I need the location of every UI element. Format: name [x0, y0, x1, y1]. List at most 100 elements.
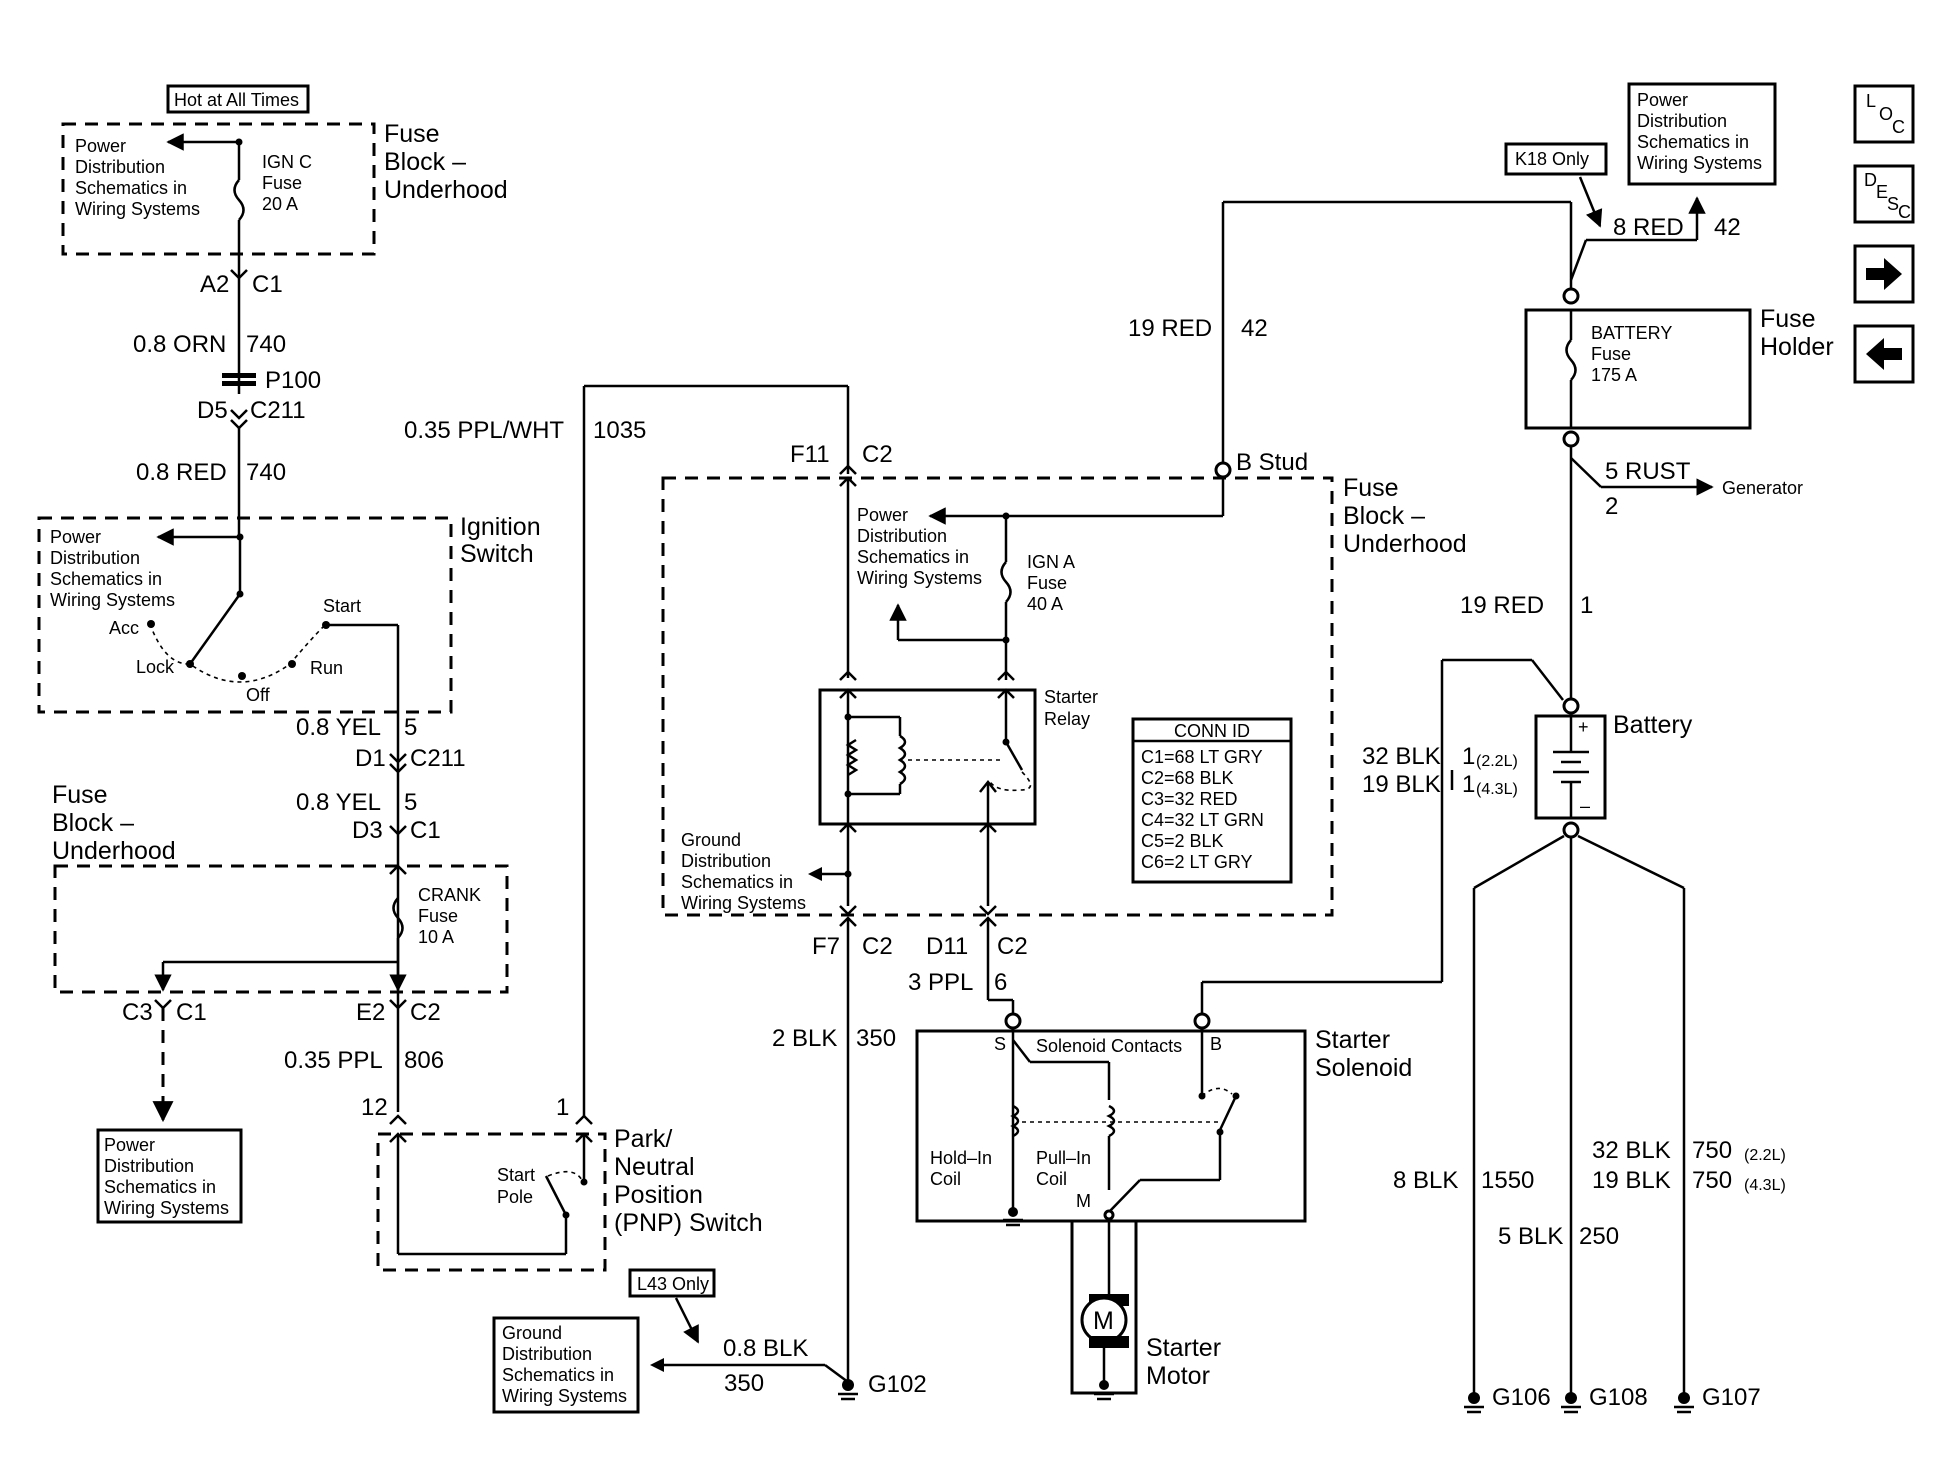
p100-splice: [222, 373, 256, 378]
power-distribution-ref[interactable]: Power Distribution Schematics in Wiring …: [96, 1128, 243, 1224]
starter-relay-title: Relay: [1044, 709, 1090, 729]
fuse-block-title: Fuse: [52, 781, 108, 809]
solenoid-b-terminal: [1193, 1012, 1211, 1030]
wire-size-label: 19 BLK: [1592, 1167, 1671, 1194]
relay-coil: [897, 734, 907, 786]
wire-size-label: 0.35 PPL: [284, 1047, 383, 1074]
ign-a-fuse-label: IGN A Fuse 40 A: [1027, 552, 1075, 614]
wire-circuit-label: 806: [404, 1047, 444, 1074]
starter-solenoid-title: Starter: [1315, 1026, 1390, 1054]
prev-button[interactable]: [1853, 324, 1915, 384]
power-distribution-ref[interactable]: Power Distribution Schematics in Wiring …: [857, 505, 982, 588]
fuse-block-title: Underhood: [52, 837, 176, 865]
b-stud-terminal: [1214, 461, 1232, 479]
pnp-switch-outline: [376, 1132, 607, 1272]
svg-text:Fuse: Fuse: [418, 906, 458, 926]
pnp-switch-title: Park/: [614, 1125, 672, 1153]
wire-size-label: 19 RED: [1460, 592, 1544, 619]
connector-c1: C1: [252, 271, 283, 298]
svg-text:CRANK: CRANK: [418, 885, 481, 905]
connector-e2: E2: [356, 999, 385, 1026]
wire-size-label: 0.8 BLK: [723, 1335, 808, 1362]
crank-fuse-label: CRANK Fuse 10 A: [418, 885, 481, 947]
svg-text:Wiring Systems: Wiring Systems: [104, 1198, 229, 1218]
wire-circuit-label: 350: [724, 1370, 764, 1397]
fuse-block-title: Fuse: [1343, 474, 1399, 502]
svg-text:IGN A: IGN A: [1027, 552, 1075, 572]
connector-c1: C1: [410, 817, 441, 844]
connector-pnp-1: 1: [556, 1094, 569, 1121]
connector-c3: C3: [122, 999, 153, 1026]
power-distribution-ref[interactable]: Power Distribution Schematics in Wiring …: [50, 527, 175, 610]
svg-text:Wiring Systems: Wiring Systems: [50, 590, 175, 610]
wire-circuit-label: 740: [246, 459, 286, 486]
ground-distribution-ref[interactable]: Ground Distribution Schematics in Wiring…: [681, 830, 806, 913]
wire-size-label: 0.8 RED: [136, 459, 227, 486]
svg-text:175 A: 175 A: [1591, 365, 1637, 385]
relay-contact: [1004, 741, 1024, 771]
power-distribution-ref[interactable]: Power Distribution Schematics in Wiring …: [75, 136, 200, 219]
svg-text:Power: Power: [75, 136, 126, 156]
conn-id-title: CONN ID: [1174, 721, 1250, 741]
fuse-block-title: Block –: [384, 148, 466, 176]
svg-text:Wiring Systems: Wiring Systems: [681, 893, 806, 913]
loc-button[interactable]: L O C: [1853, 84, 1915, 144]
starter-relay-box: [818, 688, 1037, 826]
ground-g102: G102: [868, 1371, 927, 1398]
wire-size-label: 19 RED: [1128, 315, 1212, 342]
b-stud-label: B Stud: [1236, 449, 1308, 476]
ground-g108: G108: [1589, 1384, 1648, 1411]
svg-text:Distribution: Distribution: [1637, 111, 1727, 131]
wire-size-label: 5 RUST: [1605, 458, 1691, 485]
svg-text:Power: Power: [50, 527, 101, 547]
connector-c2: C2: [997, 933, 1028, 960]
svg-text:Schematics in: Schematics in: [104, 1177, 216, 1197]
wire-size-label: 8 BLK: [1393, 1167, 1458, 1194]
wire-size-label: 2 BLK: [772, 1025, 837, 1052]
loc-char: L: [1866, 91, 1876, 111]
connector-d1: D1: [355, 745, 386, 772]
svg-text:Power: Power: [104, 1135, 155, 1155]
solenoid-s-label: S: [994, 1034, 1006, 1054]
fuse-block-title: Underhood: [384, 176, 508, 204]
svg-text:L43 Only: L43 Only: [637, 1274, 709, 1294]
connector-c211: C211: [410, 745, 466, 772]
switch-position-lock: Lock: [136, 657, 175, 677]
ground-distribution-ref[interactable]: Ground Distribution Schematics in Wiring…: [492, 1316, 640, 1414]
wire-circuit-label: 750: [1692, 1137, 1732, 1164]
engine-note: (4.3L): [1744, 1177, 1786, 1194]
starter-relay-title: Starter: [1044, 687, 1098, 707]
wire-size-label: 3 PPL: [908, 969, 973, 996]
svg-text:BATTERY: BATTERY: [1591, 323, 1672, 343]
svg-text:Power: Power: [1637, 90, 1688, 110]
fuse-holder-title: Holder: [1760, 333, 1834, 361]
svg-text:Wiring Systems: Wiring Systems: [75, 199, 200, 219]
wire-size-label: 5 BLK: [1498, 1223, 1563, 1250]
wire-circuit-label: 1: [1580, 592, 1593, 619]
connector-p100: P100: [265, 367, 321, 394]
svg-text:10 A: 10 A: [418, 927, 454, 947]
wire-circuit-label: 42: [1714, 214, 1741, 241]
pull-in-coil-label: Pull–In: [1036, 1148, 1091, 1168]
svg-text:Wiring Systems: Wiring Systems: [502, 1386, 627, 1406]
svg-text:Schematics in: Schematics in: [50, 569, 162, 589]
hot-at-all-times-label: Hot at All Times: [166, 84, 310, 114]
fuse-block-center-outline: [661, 476, 1334, 917]
ground-g106: G106: [1492, 1384, 1551, 1411]
svg-text:Distribution: Distribution: [75, 157, 165, 177]
svg-text:Ground: Ground: [502, 1323, 562, 1343]
ground-g107: G107: [1702, 1384, 1761, 1411]
connector-c2: C2: [862, 933, 893, 960]
next-button[interactable]: [1853, 244, 1915, 304]
battery-fuse-symbol: [1565, 339, 1577, 381]
fuse-block-crank-outline: [53, 864, 509, 994]
hold-in-coil-symbol: [1010, 1104, 1020, 1138]
power-distribution-ref[interactable]: Power Distribution Schematics in Wiring …: [1627, 82, 1777, 186]
wire-circuit-label: 2: [1605, 493, 1618, 520]
pull-in-coil-symbol: [1106, 1104, 1116, 1138]
desc-button[interactable]: D E S C: [1853, 164, 1915, 224]
start-pole-label: Start: [497, 1165, 535, 1185]
hold-in-coil-label: Hold–In: [930, 1148, 992, 1168]
l43-only-label: L43 Only: [628, 1268, 716, 1298]
